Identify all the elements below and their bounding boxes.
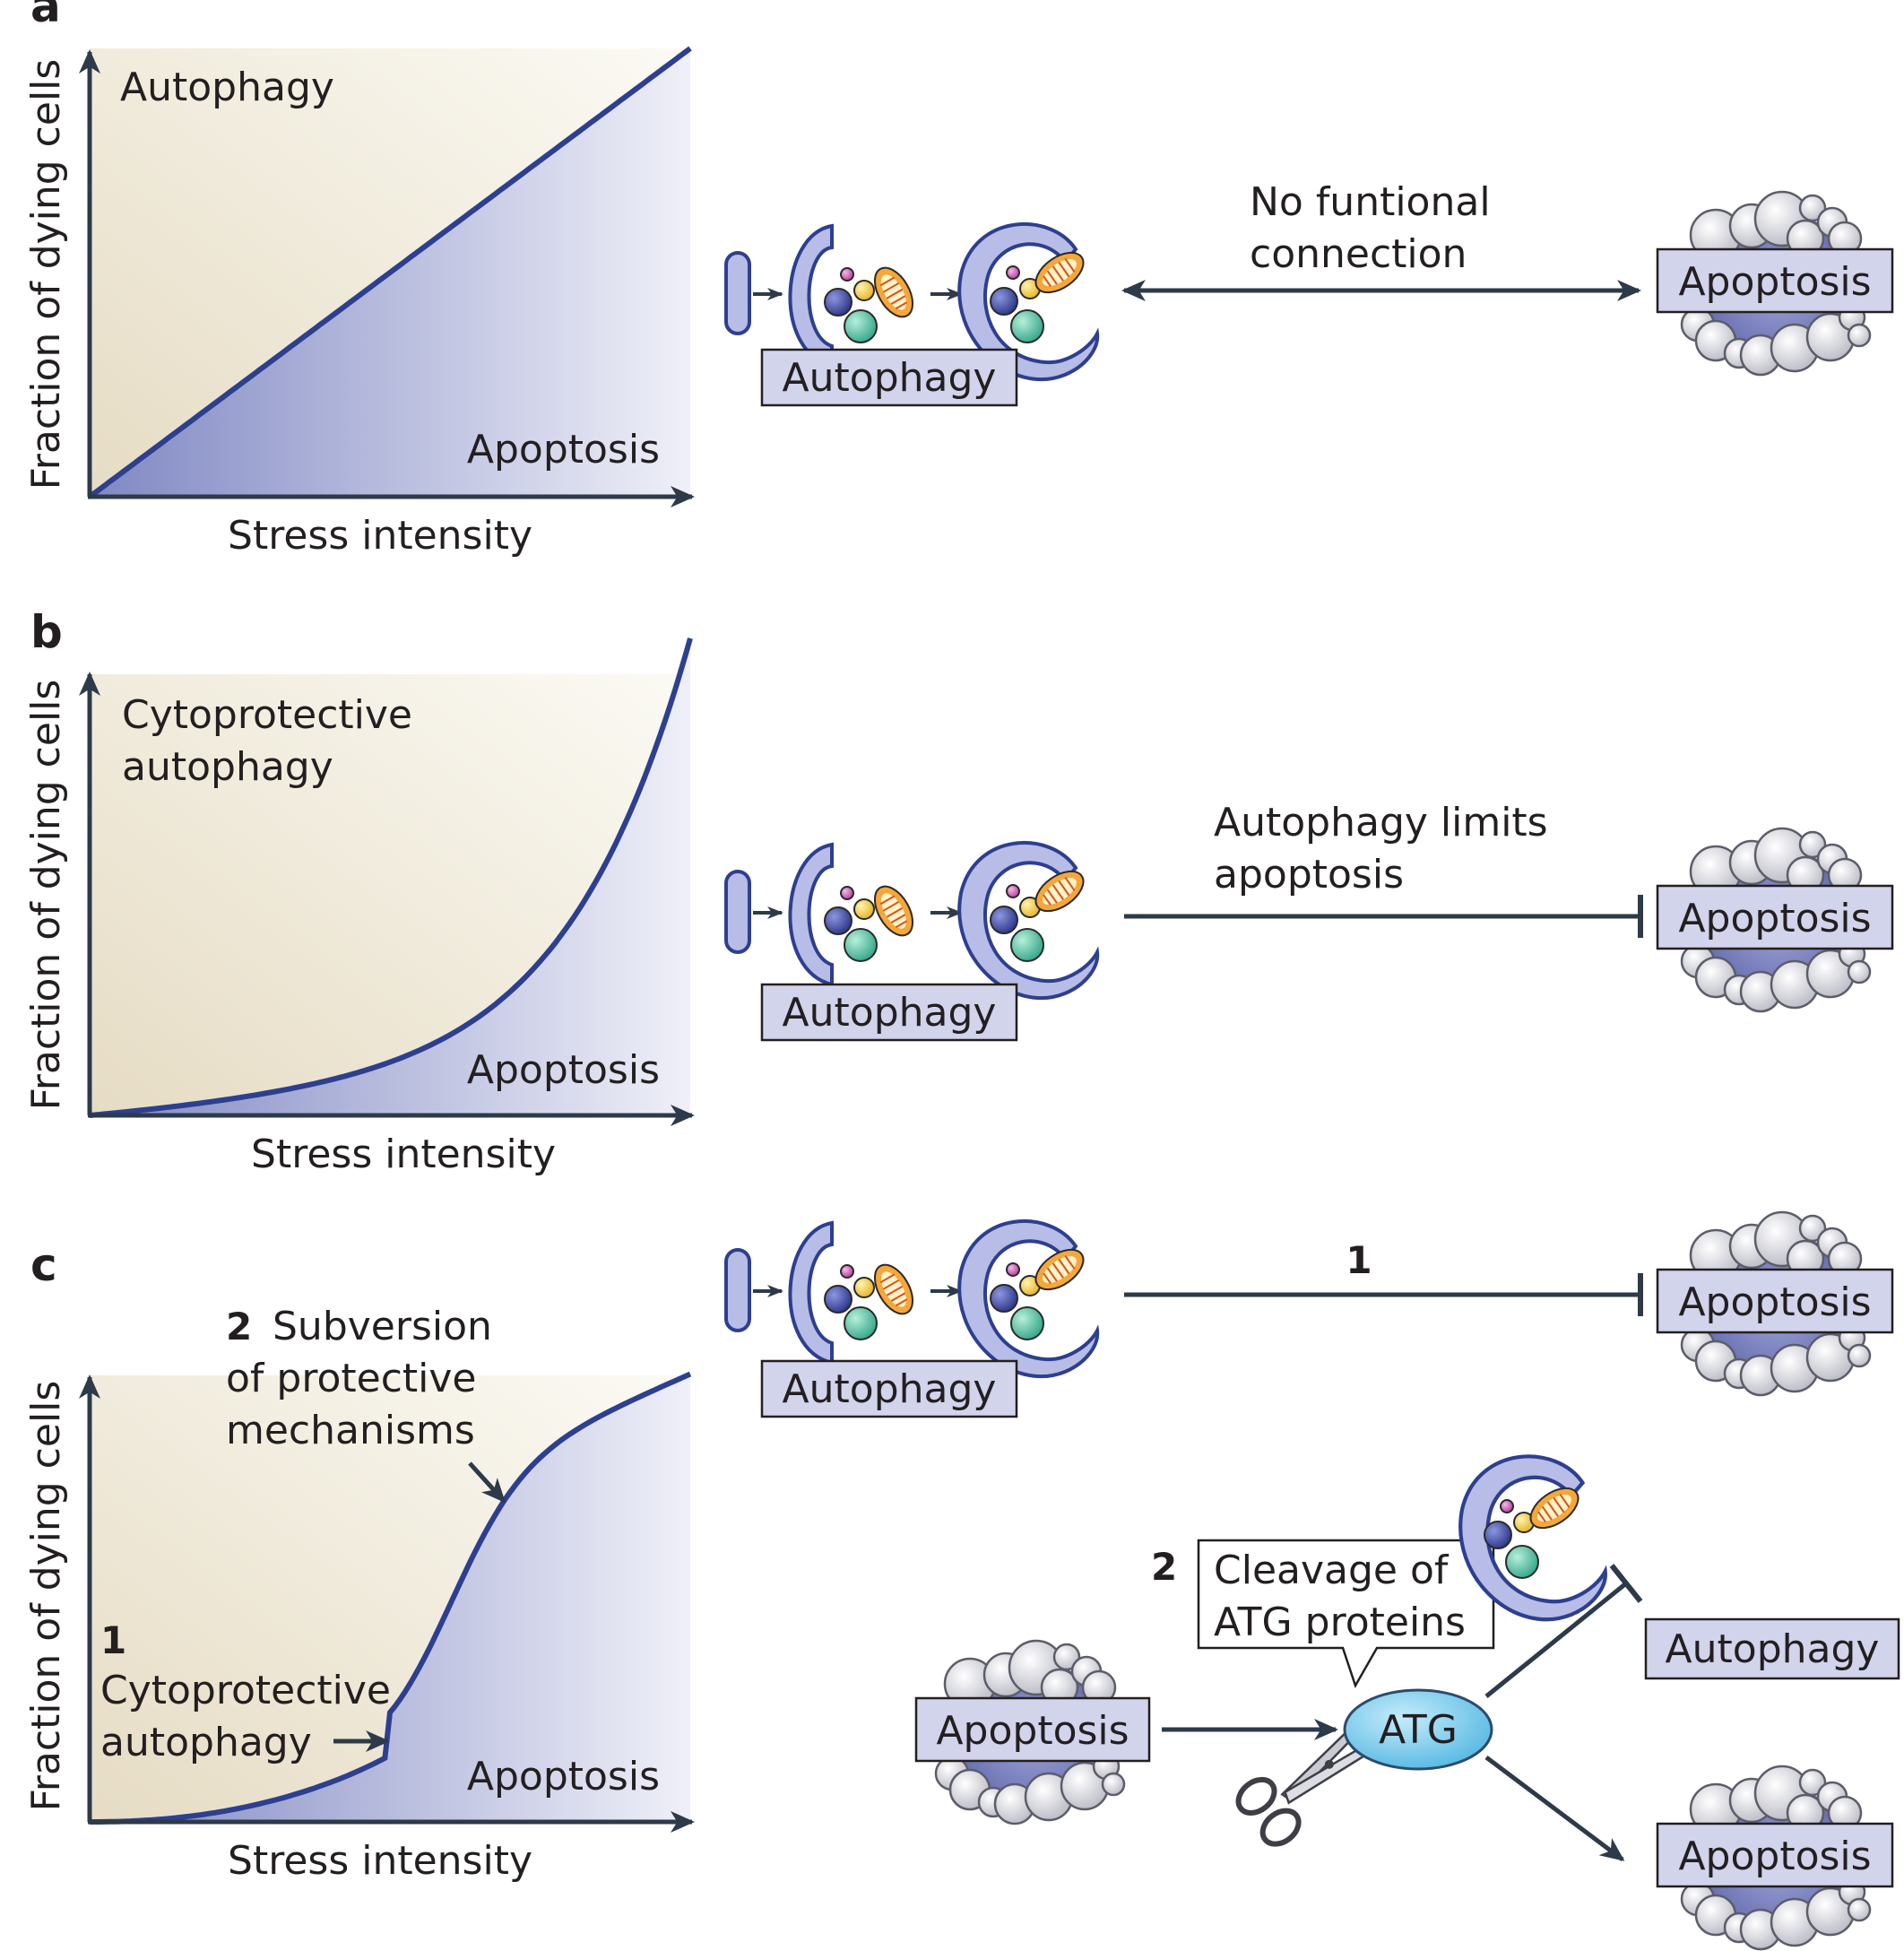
atg-promotes-apoptosis-arrow: [1484, 1756, 1625, 1861]
apoptosis-box-a: [1656, 247, 1894, 314]
apoptosis-target-box-label: Apoptosis: [1678, 1834, 1871, 1879]
autophagy-box-b: [760, 983, 1018, 1042]
chart-a-autophagy-label: Autophagy: [120, 65, 334, 110]
chart-b-upper-label-line1: Cytoprotective: [122, 692, 412, 738]
apoptosis-box-b-label: Apoptosis: [1678, 896, 1871, 941]
cleavage-pathway: Apoptosis ATG 2 Cleavage of ATG proteins: [914, 1454, 1900, 1951]
apoptosis-target-box: [1656, 1822, 1894, 1888]
chart-b-y-label: Fraction of dying cells: [23, 680, 69, 1111]
cleavage-step-number: 2: [1151, 1545, 1177, 1589]
apoptosis-source-box-label: Apoptosis: [936, 1708, 1129, 1754]
annotation-2-number: 2: [226, 1305, 252, 1348]
chart-c-apoptosis-area: [90, 1374, 690, 1822]
apoptosis-box-b: [1656, 884, 1894, 950]
annotation-1-number: 1: [100, 1618, 126, 1662]
atg-label: ATG: [1379, 1707, 1458, 1753]
callout-line2: ATG proteins: [1214, 1600, 1466, 1645]
annotation-1-line2: autophagy: [100, 1720, 312, 1765]
autophagy-target-box-label: Autophagy: [1666, 1626, 1880, 1672]
annotation-2-arrow: [468, 1461, 506, 1504]
atg-inhibits-autophagy-line: [1484, 1582, 1628, 1698]
panel-letter-b: b: [30, 606, 63, 658]
relation-c1: Autophagy 1 Apoptosis: [726, 1210, 1894, 1418]
chart-c-apoptosis-label: Apoptosis: [467, 1754, 660, 1799]
panel-b: b Fraction of dying cells Stress intensi…: [23, 606, 1894, 1177]
atg-inhibits-autophagy-bar: [1609, 1564, 1643, 1603]
annotation-2-line1: Subversion: [273, 1304, 492, 1349]
annotation-2-line3: mechanisms: [226, 1408, 475, 1453]
annotation-2-line2: of protective: [226, 1356, 476, 1401]
atg-protein: [1343, 1688, 1493, 1771]
panel-letter-a: a: [30, 0, 61, 32]
chart-c-curve: [90, 1371, 692, 1825]
chart-b-apoptosis-label: Apoptosis: [467, 1047, 660, 1093]
chart-b: Fraction of dying cells Stress intensity…: [23, 637, 695, 1177]
chart-a: Fraction of dying cells Stress intensity…: [23, 46, 695, 559]
connector-a-label-line1: No funtional: [1250, 179, 1491, 225]
autophagy-process-icon: [726, 843, 1097, 998]
relation-b: Autophagy Autophagy limits apoptosis Apo…: [726, 800, 1894, 1042]
apoptosis-source-box: [914, 1696, 1151, 1763]
chart-a-curve: [88, 46, 692, 499]
autophagy-box-a-label: Autophagy: [783, 355, 997, 401]
apoptosis-box-c-label: Apoptosis: [1678, 1279, 1871, 1325]
panel-a: a Fraction of dying cells Stress intensi…: [23, 0, 1894, 559]
chart-a-apoptosis-label: Apoptosis: [467, 427, 660, 473]
connector-b-label-line2: apoptosis: [1214, 852, 1404, 897]
chart-c: Fraction of dying cells Stress intensity…: [23, 1304, 695, 1884]
autophagy-target-box: [1644, 1617, 1900, 1680]
connector-a-label-line2: connection: [1250, 231, 1467, 277]
autophagy-box-a: [760, 348, 1018, 407]
autophagy-box-c: [760, 1359, 1018, 1418]
chart-a-y-label: Fraction of dying cells: [23, 59, 69, 490]
panel-letter-c: c: [30, 1239, 57, 1291]
chart-a-x-label: Stress intensity: [228, 513, 532, 559]
panel-c: c Fraction of dying cells Stress intensi…: [23, 1210, 1900, 1951]
chart-c-x-label: Stress intensity: [228, 1838, 532, 1884]
relation-a: Autophagy No funtional connection Apopto…: [726, 179, 1894, 407]
mitochondrion-icon: [1529, 1487, 1579, 1530]
connector-c-step-number: 1: [1346, 1238, 1372, 1282]
apoptosis-box-c: [1656, 1268, 1894, 1334]
autophagy-box-c-label: Autophagy: [783, 1366, 997, 1412]
apoptosis-box-a-label: Apoptosis: [1678, 259, 1871, 305]
callout-line1: Cleavage of: [1214, 1548, 1450, 1593]
autophagosome-icon: [1458, 1454, 1607, 1622]
chart-b-upper-label-line2: autophagy: [122, 744, 333, 790]
chart-b-x-label: Stress intensity: [251, 1132, 556, 1177]
connector-b-label-line1: Autophagy limits: [1214, 800, 1548, 845]
chart-b-apoptosis-area: [90, 637, 690, 1115]
autophagy-process-icon: [726, 1221, 1097, 1376]
autophagy-box-b-label: Autophagy: [783, 990, 997, 1036]
chart-b-curve: [89, 637, 693, 1118]
annotation-1-line1: Cytoprotective: [100, 1668, 391, 1713]
chart-c-y-label: Fraction of dying cells: [23, 1381, 69, 1812]
